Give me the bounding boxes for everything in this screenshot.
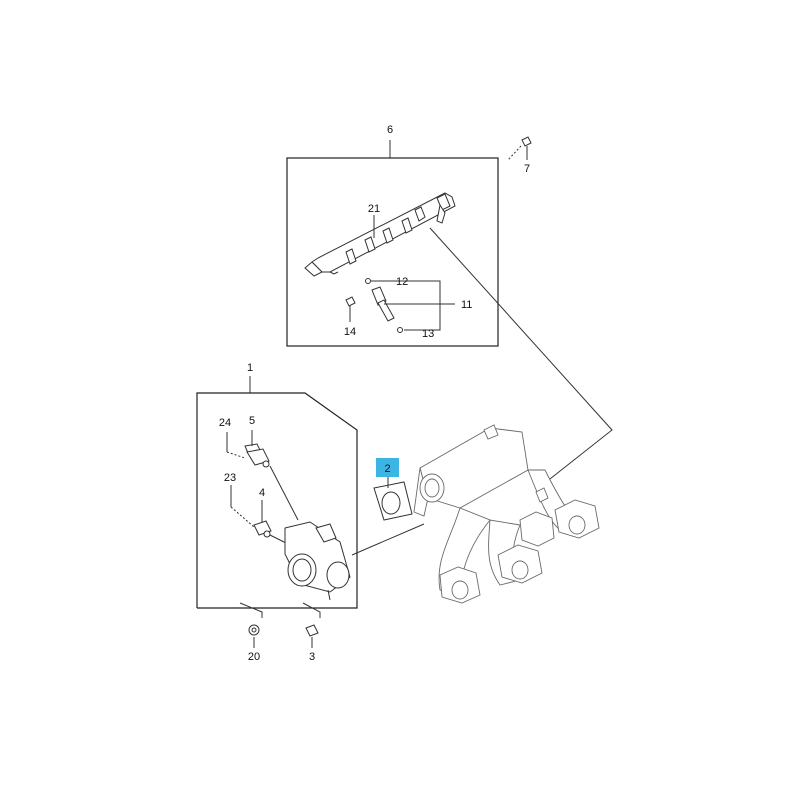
callout-1[interactable]: 1: [247, 362, 253, 374]
callout-23[interactable]: 23: [224, 472, 236, 484]
throttle-body-group: 1 5 24 4 23: [196, 362, 425, 609]
gasket-2[interactable]: [373, 481, 413, 521]
callout-21[interactable]: 21: [368, 203, 380, 215]
callout-24[interactable]: 24: [219, 417, 231, 429]
callout-3[interactable]: 3: [309, 651, 315, 663]
throttle-body[interactable]: [284, 521, 351, 601]
fuel-rail[interactable]: [304, 192, 456, 277]
callout-5[interactable]: 5: [249, 415, 255, 427]
fuel-injector[interactable]: [365, 278, 403, 333]
callout-14[interactable]: 14: [344, 326, 356, 338]
callout-6[interactable]: 6: [387, 124, 393, 136]
bolt-3[interactable]: [305, 624, 319, 637]
fuel-rail-group: 6 21 12 11 13: [286, 124, 499, 347]
callout-7[interactable]: 7: [524, 163, 530, 175]
callout-11[interactable]: 11: [461, 299, 472, 311]
callout-20[interactable]: 20: [248, 651, 260, 663]
sensor-5[interactable]: [244, 443, 270, 468]
clip-14[interactable]: [345, 296, 356, 307]
callout-13[interactable]: 13: [422, 328, 434, 340]
bolt-7[interactable]: [507, 136, 532, 161]
callout-12[interactable]: 12: [396, 276, 408, 288]
callout-2[interactable]: 2: [384, 463, 390, 475]
intake-manifold[interactable]: [413, 424, 600, 604]
callout-2-highlight: [376, 458, 399, 477]
nut-20[interactable]: [248, 624, 260, 636]
callout-4[interactable]: 4: [259, 487, 265, 499]
sensor-4[interactable]: [253, 520, 272, 538]
